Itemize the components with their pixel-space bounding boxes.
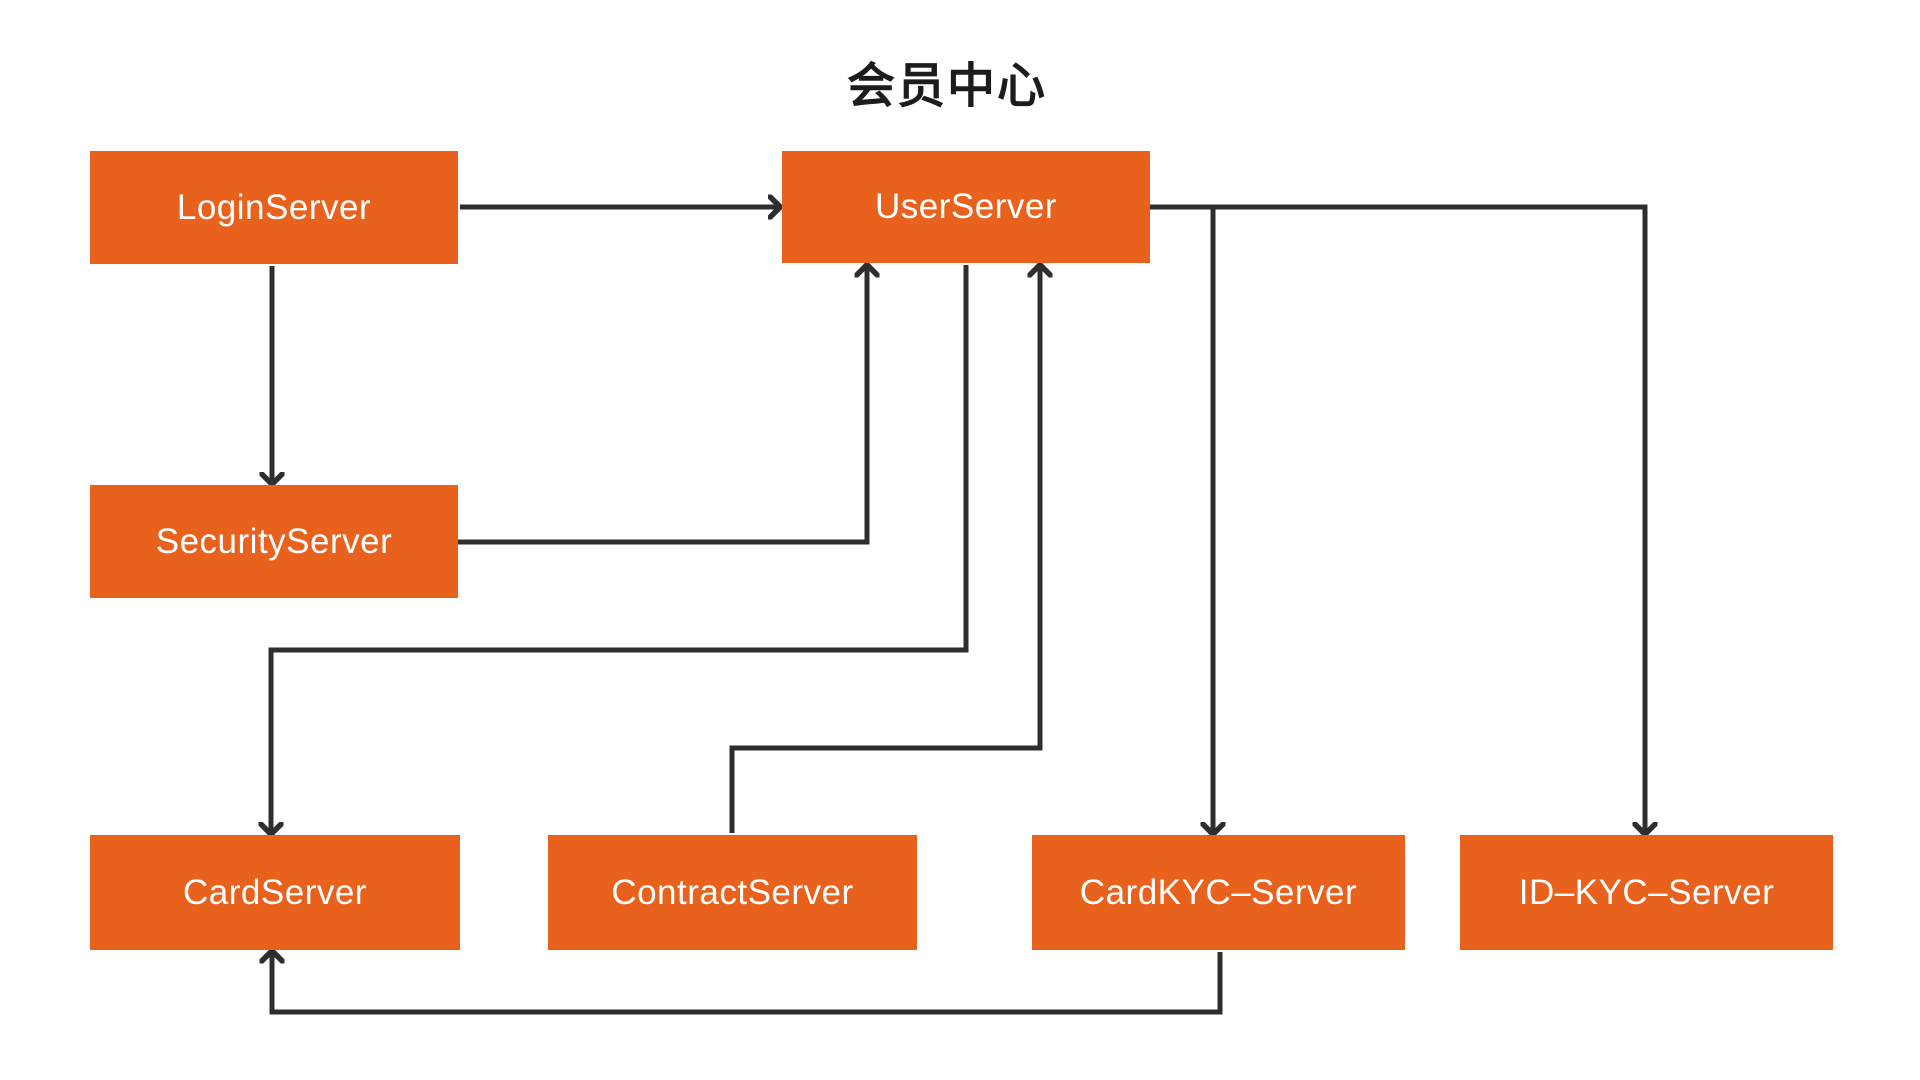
edge-contractserver-to-userserver [729,266,1040,833]
node-contractserver: ContractServer [548,835,917,950]
node-cardkycserver: CardKYC–Server [1032,835,1405,950]
node-idkycserver: ID–KYC–Server [1460,835,1833,950]
diagram-title: 会员中心 [846,60,1048,113]
node-label: SecurityServer [155,521,393,561]
node-loginserver: LoginServer [90,151,458,264]
node-cardserver: CardServer [90,835,460,950]
node-label: UserServer [875,187,1057,226]
edge-userserver-to-idkycserver [1150,204,1645,833]
node-label: ID–KYC–Server [1518,872,1775,912]
node-label: CardServer [183,872,367,912]
node-label: CardKYC–Server [1079,872,1358,912]
edge-securityserver-to-userserver [458,266,867,545]
node-label: LoginServer [176,187,372,227]
edge-userserver-to-cardserver [271,265,969,833]
node-userserver: UserServer [782,151,1150,263]
node-securityserver: SecurityServer [90,485,458,598]
edge-cardkycserver-to-cardserver [272,952,1223,1015]
node-label: ContractServer [611,872,854,912]
